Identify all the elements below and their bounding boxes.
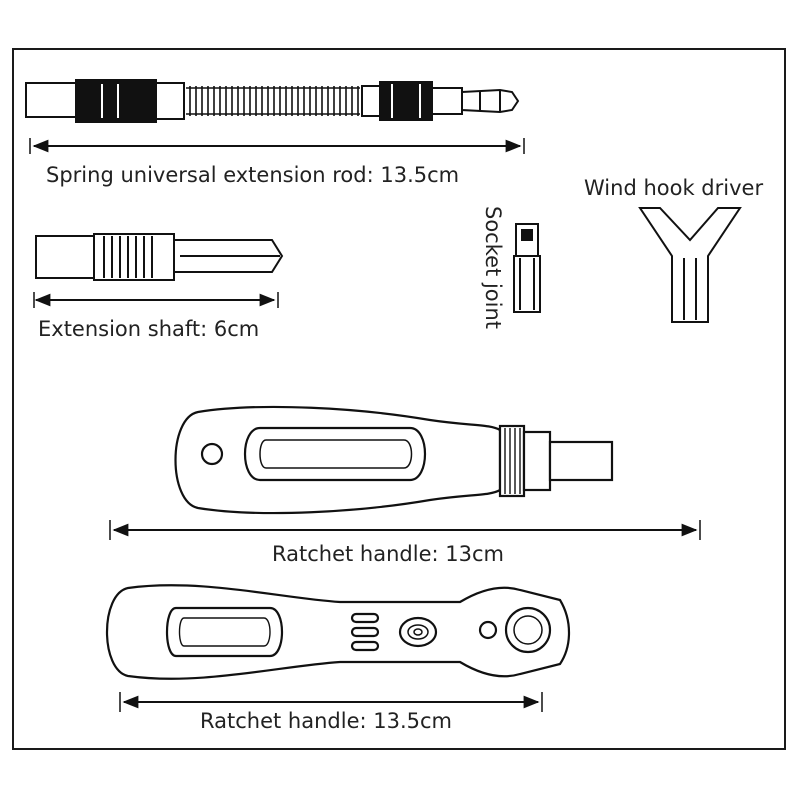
ratchet-handle-13cm-drawing [174, 405, 614, 515]
wind-hook-driver-drawing [638, 207, 742, 323]
ratchet-13cm-label: Ratchet handle: 13cm [272, 542, 504, 566]
wind-hook-label: Wind hook driver [584, 176, 764, 200]
extension-shaft-dimension-arrow [33, 292, 279, 308]
ratchet-13cm-dimension-arrow [109, 520, 701, 540]
socket-joint-drawing [513, 223, 541, 313]
extension-shaft-drawing [35, 233, 284, 281]
spring-rod-label: Spring universal extension rod: 13.5cm [46, 163, 460, 187]
ratchet-handle-13-5cm-drawing [105, 584, 570, 680]
socket-joint-label: Socket joint [481, 206, 505, 330]
ratchet-13-5cm-label: Ratchet handle: 13.5cm [200, 709, 452, 733]
spring-rod-dimension-arrow [29, 138, 525, 154]
spring-extension-rod-drawing [25, 79, 520, 123]
ratchet-13-5cm-dimension-arrow [119, 692, 543, 712]
extension-shaft-label: Extension shaft: 6cm [38, 317, 260, 341]
